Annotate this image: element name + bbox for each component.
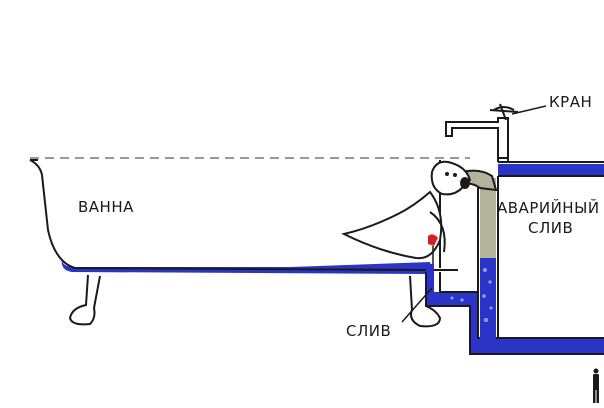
faucet-handle-icon (489, 103, 519, 121)
character-arm (429, 211, 446, 253)
character-mouth (460, 177, 470, 189)
label-faucet: КРАН (549, 93, 593, 111)
person-silhouette-icon (593, 368, 599, 403)
drain-pointer (401, 287, 433, 323)
overflow-pipe-outline (477, 176, 499, 338)
overflow-pipe-water (480, 258, 496, 340)
supply-pipe-water (498, 164, 604, 176)
label-bathtub: ВАННА (78, 198, 134, 216)
faucet-icon (445, 117, 509, 159)
water-bubbles (450, 268, 493, 322)
overflow-pipe-empty (480, 178, 496, 260)
character-eye-2 (453, 173, 457, 177)
drain-pipe-water (426, 264, 604, 354)
character-head (430, 160, 472, 196)
label-emergency-drain-line1: АВАРИЙНЫЙ (497, 199, 600, 217)
label-emergency-drain-line2: СЛИВ (528, 219, 574, 237)
drain-plug-icon (428, 234, 438, 246)
faucet-pointer (511, 105, 547, 115)
character-eye (445, 172, 449, 176)
label-drain: СЛИВ (346, 322, 392, 340)
bathtub-foot-left (68, 274, 101, 326)
character-body (341, 190, 443, 260)
